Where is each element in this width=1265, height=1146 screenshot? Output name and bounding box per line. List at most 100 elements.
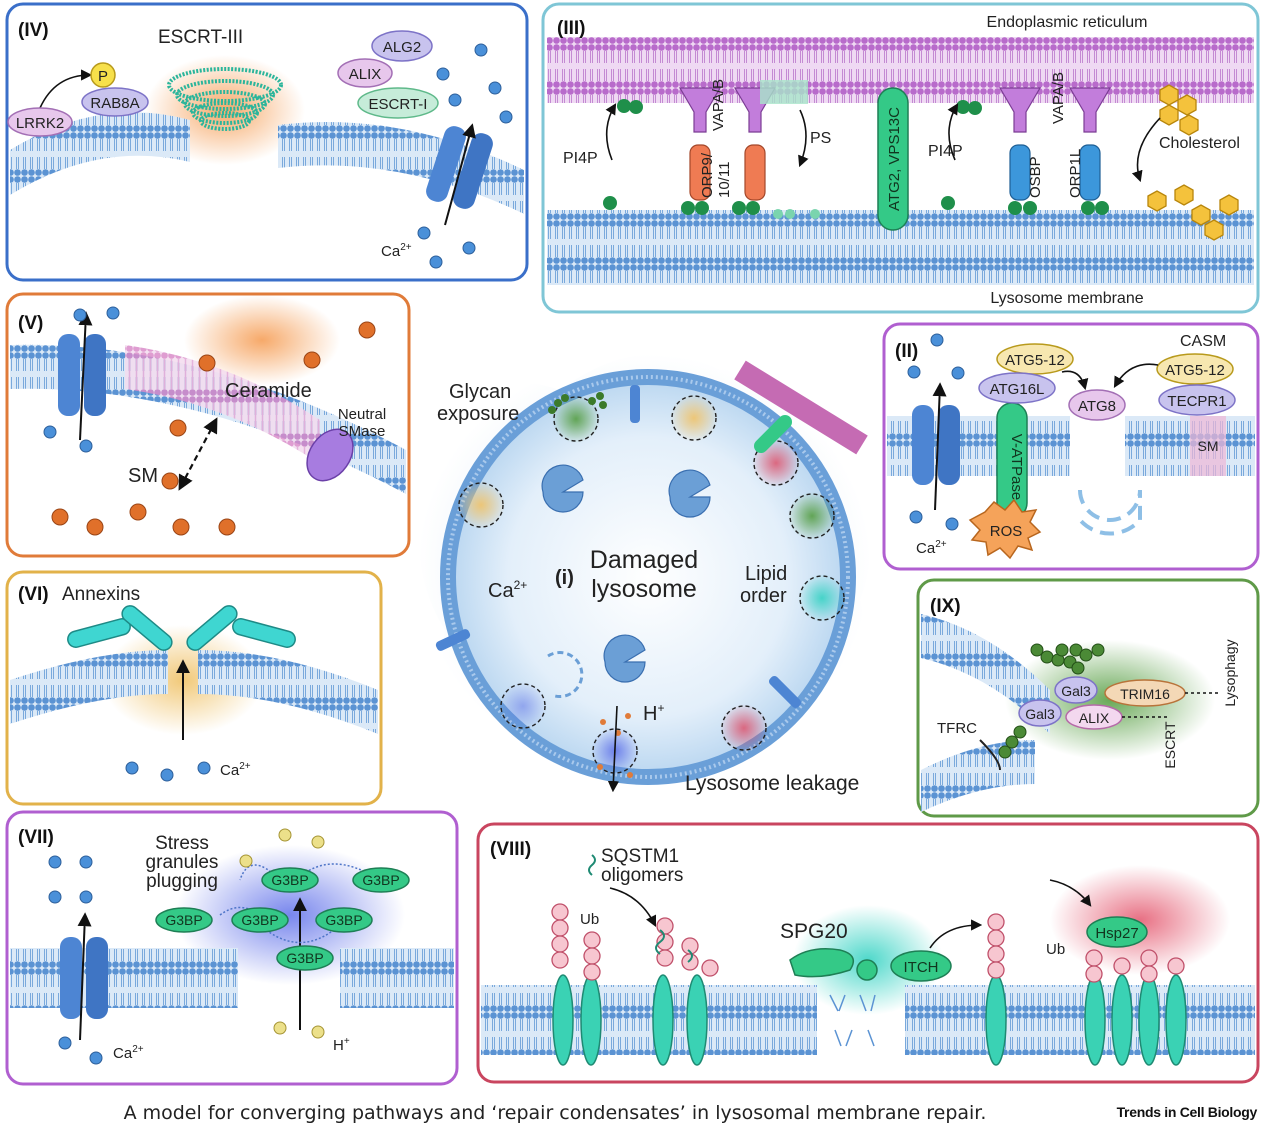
ps-lipids: [760, 80, 820, 219]
sqstm1-strands: [588, 854, 693, 963]
calcium-vi-label: Ca2+: [220, 761, 251, 779]
escrt-i-protein: [357, 87, 439, 119]
osbp-label: OSBP: [1027, 156, 1044, 198]
escrt-ix-label: ESCRT: [1162, 721, 1178, 769]
panel-vi: (VI) Annexins Ca2+: [5, 570, 383, 806]
ceramide-label: Ceramide: [225, 380, 312, 402]
smase-label-2: SMase: [339, 423, 386, 440]
osbp-orp1l-proteins: [1009, 144, 1101, 201]
gal3-bottom: [1018, 699, 1062, 727]
membrane-viii-left: [481, 985, 817, 1055]
lrrk2-protein: [7, 107, 73, 137]
condensate-outlines: [458, 395, 845, 774]
panel-vii-roman: (VII): [18, 827, 54, 848]
g3bp-proteins: [155, 867, 410, 971]
g3bp-labels: G3BP G3BP G3BP G3BP G3BP G3BP: [165, 872, 399, 966]
membrane-vii-left: [10, 948, 238, 1008]
panel-v: (V) Ceramide SM Neutral SMase: [5, 292, 411, 558]
itch-protein: [890, 950, 952, 982]
calcium-channel: [426, 126, 493, 209]
svg-text:G3BP: G3BP: [165, 912, 202, 928]
vapab-left-label: VAPA/B: [710, 79, 727, 131]
cholesterol-hexagons: [1147, 84, 1239, 241]
atg512-right: [1156, 353, 1234, 385]
lysophagy-label: Lysophagy: [1222, 639, 1238, 706]
channel-ii: [912, 405, 960, 485]
atg16l-label: ATG16L: [990, 381, 1045, 398]
calcium-ions-v: [43, 306, 120, 453]
trim16-label: TRIM16: [1120, 686, 1170, 702]
leakage-label: Lysosome leakage: [685, 772, 859, 795]
lysosome-channels: [435, 385, 802, 709]
panel-ii: V-ATPase (II) CASM ATG5-12 ATG5-12 ATG16…: [882, 322, 1260, 571]
sm-ii-label: SM: [1198, 438, 1219, 454]
escrt-iii-label: ESCRT-III: [158, 27, 243, 48]
proton-vii-label: H+: [333, 1036, 350, 1054]
tfrc-label: TFRC: [937, 720, 977, 737]
casm-label: CASM: [1180, 333, 1226, 350]
membrane-vi-right: [198, 650, 378, 734]
channel-v: [58, 334, 106, 416]
orp9-proteins: [689, 144, 766, 201]
panel-iii: Endoplasmic reticulum Lysosome membrane …: [541, 2, 1260, 314]
ub-left-label: Ub: [580, 911, 599, 928]
gal3-top: [1054, 676, 1098, 704]
atg8-label: ATG8: [1078, 398, 1116, 415]
er-contact-fragment: [734, 360, 868, 455]
membrane-vi-left: [10, 650, 168, 724]
glycan-label-2: exposure: [437, 403, 519, 425]
broken-lipids: [829, 994, 876, 1047]
atg512-left-label: ATG5-12: [1005, 352, 1065, 369]
center-proton-label: H+: [643, 701, 664, 725]
cholesterol-label: Cholesterol: [1159, 135, 1240, 152]
svg-text:G3BP: G3BP: [271, 872, 308, 888]
panel-vii: (VII) Stress granules plugging G3BP G3BP…: [5, 810, 459, 1086]
calcium-vii-label: Ca2+: [113, 1044, 144, 1062]
sm-patch: [1190, 416, 1226, 476]
calcium-ions: [417, 43, 513, 269]
panel-ix: (IX) Gal3 Gal3 TRIM16 ALIX TFRC Lysophag…: [916, 578, 1260, 818]
sqstm1-label-1: SQSTM1: [601, 846, 679, 867]
lysosome-label: lysosome: [591, 575, 697, 603]
pi4p-dots: [603, 99, 1109, 215]
sm-rich-domain: [125, 345, 320, 464]
channel-vii: [60, 937, 108, 1019]
alix-ix-label: ALIX: [1079, 710, 1110, 726]
tecpr1-label: TECPR1: [1167, 393, 1226, 410]
er-label: Endoplasmic reticulum: [987, 14, 1148, 31]
alg2-label: ALG2: [383, 39, 421, 56]
panel-viii-roman: (VIII): [490, 839, 531, 860]
orp9-label-2: 10/11: [716, 162, 733, 198]
escrt-iii-spiral: [167, 67, 283, 131]
membrane-viii-right: [905, 985, 1255, 1055]
neutral-smase: [306, 428, 354, 482]
panel-iii-roman: (III): [557, 18, 586, 39]
spg20-label: SPG20: [780, 920, 848, 943]
calcium-ions-vi: [125, 761, 211, 782]
svg-text:G3BP: G3BP: [286, 950, 323, 966]
panel-vi-roman: (VI): [18, 584, 49, 605]
lysosomal-membrane-proteins: [552, 974, 1187, 1066]
glycan-label-1: Glycan: [449, 381, 511, 403]
panel-iv: (IV) ESCRT-III LRRK2 P RAB8A ALG2 ALIX E…: [5, 2, 529, 282]
panel-ii-roman: (II): [895, 341, 918, 362]
annexins-label: Annexins: [62, 584, 140, 605]
atg512-right-label: ATG5-12: [1165, 362, 1225, 379]
alg2-protein: [371, 30, 433, 62]
panel-ix-roman: (IX): [930, 596, 961, 617]
damaged-label: Damaged: [590, 546, 698, 574]
atg2-bridge: [753, 414, 793, 454]
calcium-ions-ii: [907, 333, 965, 531]
alix-protein: [337, 58, 393, 88]
calcium-ii-label: Ca2+: [916, 539, 947, 557]
atg16l-protein: [978, 372, 1056, 404]
ub-right-label: Ub: [1046, 941, 1065, 958]
gal3-bottom-label: Gal3: [1025, 706, 1055, 722]
phosphate: [90, 62, 116, 88]
sqstm1-label-2: oligomers: [601, 865, 683, 886]
tecpr1-protein: [1158, 384, 1236, 416]
lipid-label-1: Lipid: [745, 563, 787, 585]
stress-label-3: plugging: [146, 871, 218, 892]
glycan-chain-ix: [998, 643, 1105, 759]
